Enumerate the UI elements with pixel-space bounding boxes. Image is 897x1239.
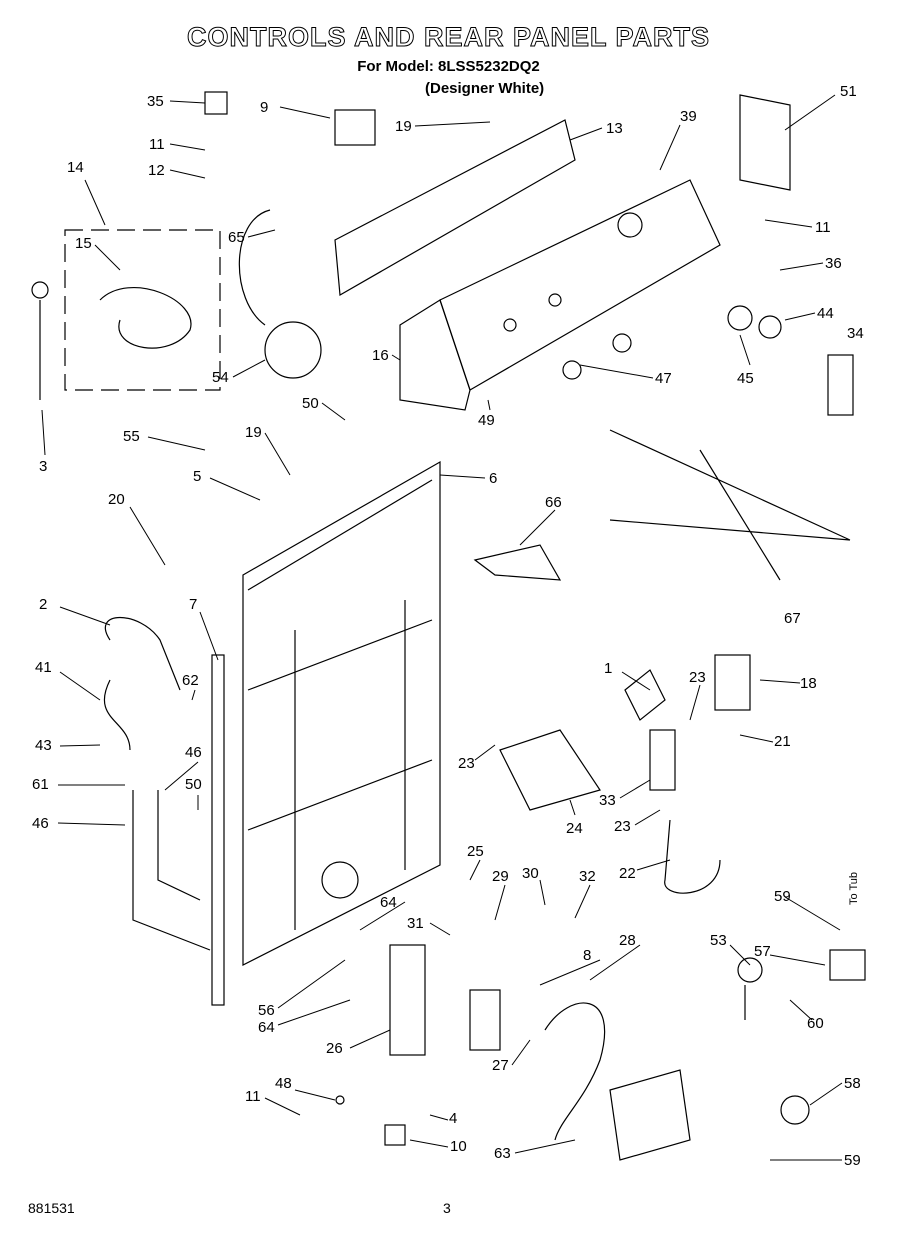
callout: 19 — [245, 424, 262, 441]
page-number: 3 — [443, 1200, 451, 1216]
callout: 46 — [32, 815, 49, 832]
callout: 20 — [108, 491, 125, 508]
callout: 12 — [148, 162, 165, 179]
callout: 35 — [147, 93, 164, 110]
document-code: 881531 — [28, 1200, 75, 1216]
callout: 51 — [840, 83, 857, 100]
callout: 11 — [245, 1088, 261, 1105]
callout: 13 — [606, 120, 623, 137]
callout: 1 — [604, 660, 612, 677]
callout: 57 — [754, 943, 771, 960]
page-title: CONTROLS AND REAR PANEL PARTS — [186, 22, 710, 53]
callout: 10 — [450, 1138, 467, 1155]
callout: 39 — [680, 108, 697, 125]
callout: 62 — [182, 672, 199, 689]
callout: 28 — [619, 932, 636, 949]
callout: 7 — [189, 596, 197, 613]
callout: 33 — [599, 792, 616, 809]
callout: 29 — [492, 868, 509, 885]
callout: 43 — [35, 737, 52, 754]
callout: 63 — [494, 1145, 511, 1162]
callout: 30 — [522, 865, 539, 882]
callout: 46 — [185, 744, 202, 761]
callout: 59 — [774, 888, 791, 905]
callout: 65 — [228, 229, 245, 246]
callout: 19 — [395, 118, 412, 135]
callout: 53 — [710, 932, 727, 949]
leader-lines — [41, 94, 843, 1161]
rear-panel — [242, 460, 441, 966]
callout: 50 — [185, 776, 202, 793]
callout: 50 — [302, 395, 319, 412]
callout: 27 — [492, 1057, 509, 1074]
callout: 25 — [467, 843, 484, 860]
callout: 21 — [774, 733, 791, 750]
callout: 5 — [193, 468, 201, 485]
callout: 23 — [614, 818, 631, 835]
callout: 44 — [817, 305, 834, 322]
callout: 16 — [372, 347, 389, 364]
callout: 64 — [380, 894, 397, 911]
callout: 11 — [149, 136, 165, 153]
parts — [31, 91, 866, 1161]
callout: 8 — [583, 947, 591, 964]
callout-labels: 35 9 19 13 39 51 11 12 14 65 15 11 36 44… — [32, 83, 864, 1169]
callout: 56 — [258, 1002, 275, 1019]
callout: 31 — [407, 915, 424, 932]
callout: 18 — [800, 675, 817, 692]
callout: 48 — [275, 1075, 292, 1092]
model-variant: (Designer White) — [425, 80, 545, 97]
callout: 9 — [260, 99, 268, 116]
to-tub-note: To Tub — [848, 872, 860, 905]
callout: 23 — [458, 755, 475, 772]
callout: 23 — [689, 669, 706, 686]
callout: 22 — [619, 865, 636, 882]
callout: 11 — [815, 219, 831, 236]
callout: 34 — [847, 325, 864, 342]
callout: 15 — [75, 235, 92, 252]
console — [334, 119, 782, 411]
callout: 36 — [825, 255, 842, 272]
callout: 54 — [212, 369, 229, 386]
callout: 41 — [35, 659, 52, 676]
callout: 64 — [258, 1019, 275, 1036]
callout: 32 — [579, 868, 596, 885]
callout: 3 — [39, 458, 47, 475]
callout: 66 — [545, 494, 562, 511]
model-number: For Model: 8LSS5232DQ2 — [357, 58, 540, 75]
callout: 6 — [489, 470, 497, 487]
callout: 45 — [737, 370, 754, 387]
callout: 24 — [566, 820, 583, 837]
callout: 59 — [844, 1152, 861, 1169]
callout: 4 — [449, 1110, 457, 1127]
callout: 47 — [655, 370, 672, 387]
callout: 55 — [123, 428, 140, 445]
callout: 67 — [784, 610, 801, 627]
callout: 2 — [39, 596, 47, 613]
callout: 58 — [844, 1075, 861, 1092]
callout: 61 — [32, 776, 49, 793]
callout: 26 — [326, 1040, 343, 1057]
callout: 49 — [478, 412, 495, 429]
callout: 14 — [67, 159, 84, 176]
